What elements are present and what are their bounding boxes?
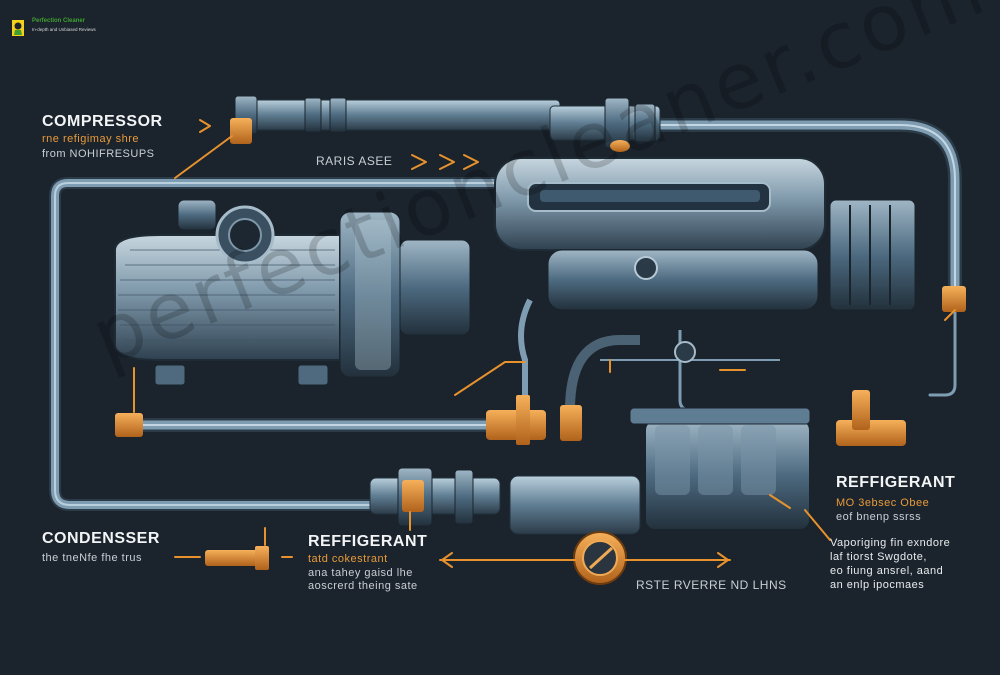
raris-asee-label: RARIS ASEE <box>316 154 393 168</box>
refrigerant-center-line1: tatd cokestrant <box>308 553 388 565</box>
refrigerant-center-line2: ana tahey gaisd lhe <box>308 567 413 579</box>
refrigerant-center-line3: aoscrerd theing sate <box>308 580 418 592</box>
evaporator-note-line4: an enlp ipocmaes <box>830 579 925 591</box>
refrigerant-center-title: REFFIGERANT <box>308 533 428 550</box>
annotation-leaders <box>133 119 956 568</box>
pipe-loop <box>49 118 962 511</box>
condenser-housing <box>494 157 916 311</box>
compressor-tank <box>114 199 471 386</box>
compressor-line2: from NOHIFRESUPS <box>42 148 155 160</box>
refrigerant-right-line1: MO 3ebsec Obee <box>836 497 930 509</box>
evaporator-note-line2: laf tiorst Swgdote, <box>830 551 927 563</box>
evaporator-block <box>629 407 811 531</box>
brass-fittings <box>115 286 966 570</box>
evaporator-note-line3: eo fiung ansrel, aand <box>830 565 944 577</box>
compressor-title: COMPRESSOR <box>42 113 163 130</box>
condenser-title: CONDENSSER <box>42 530 160 547</box>
valve-manifold <box>518 298 780 412</box>
suction-line <box>230 95 661 152</box>
brand-logo <box>12 20 24 36</box>
logo-tagline: In-depth and Unbiased Reviews <box>32 27 96 32</box>
refrigerant-right-line2: eof bnenp ssrss <box>836 511 922 523</box>
logo-name: Perfection Cleaner <box>32 18 86 24</box>
refrigerant-right-title: REFFIGERANT <box>836 474 956 491</box>
reverse-lines-label: RSTE RVERRE ND LHNS <box>636 578 787 592</box>
condenser-line1: the tneNfe fhe trus <box>42 552 142 564</box>
compressor-line1: rne refigimay shre <box>42 133 140 145</box>
evaporator-note-line1: Vaporiging fin exndore <box>830 537 951 549</box>
